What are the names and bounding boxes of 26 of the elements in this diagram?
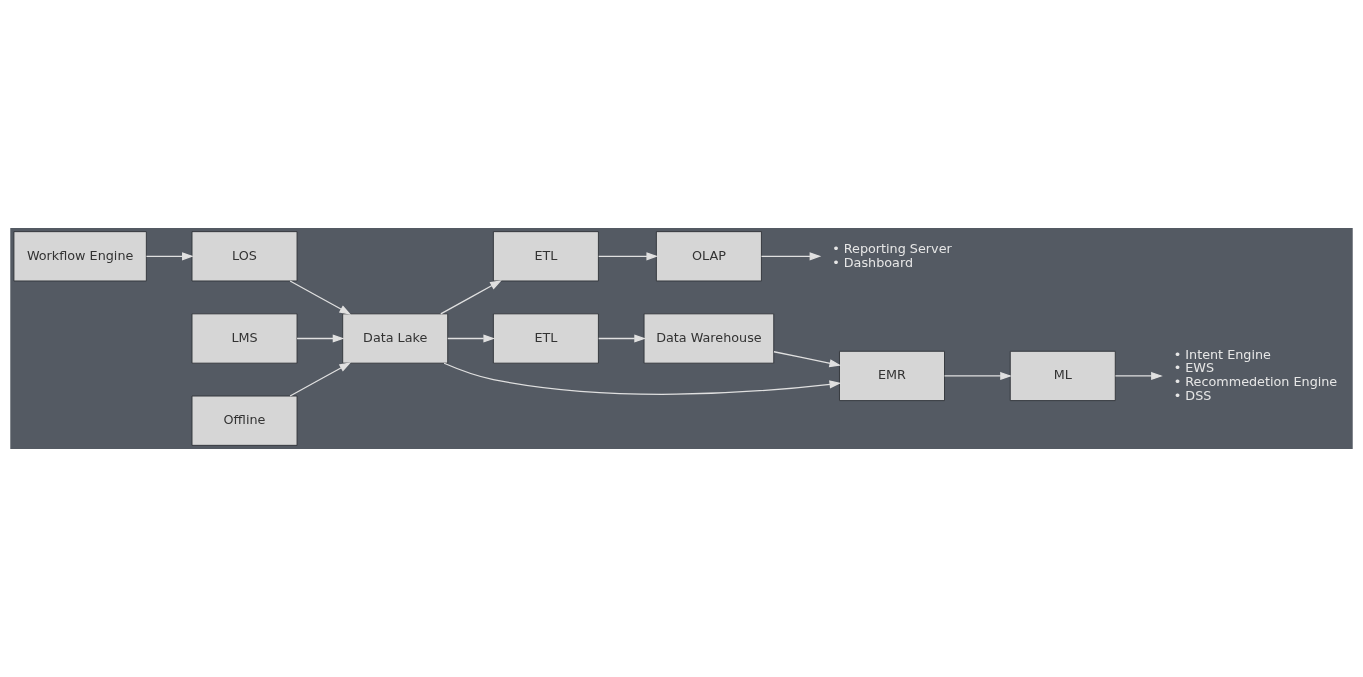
arrow [773,351,842,368]
node-box: LOS [191,231,298,282]
node-box: OLAP [655,231,762,282]
arrow [440,280,502,315]
node-text: • Intent Engine • EWS • Recommedetion Engine • DSS [1173,346,1338,403]
arrow [296,334,345,343]
node-box: EMR [839,350,945,402]
node-box: Data Warehouse [643,313,775,364]
arrow [289,362,352,397]
arrow [1114,371,1163,381]
node-box: Offline [191,395,298,446]
arrow [598,252,659,261]
node-box: ETL [492,231,599,282]
arrow [760,252,822,261]
arrow [145,252,194,261]
arrow [943,371,1012,381]
arrow [289,280,352,315]
node-box: ETL [492,313,599,364]
node-text: • Reporting Server • Dashboard [832,240,952,270]
node-box: LMS [191,313,298,364]
node-box: Data Lake [342,313,449,364]
arrow [443,362,842,395]
node-box: Workflow Engine [13,231,147,282]
node-box: ML [1009,350,1116,402]
arrow [598,334,646,343]
arrow [447,334,496,343]
